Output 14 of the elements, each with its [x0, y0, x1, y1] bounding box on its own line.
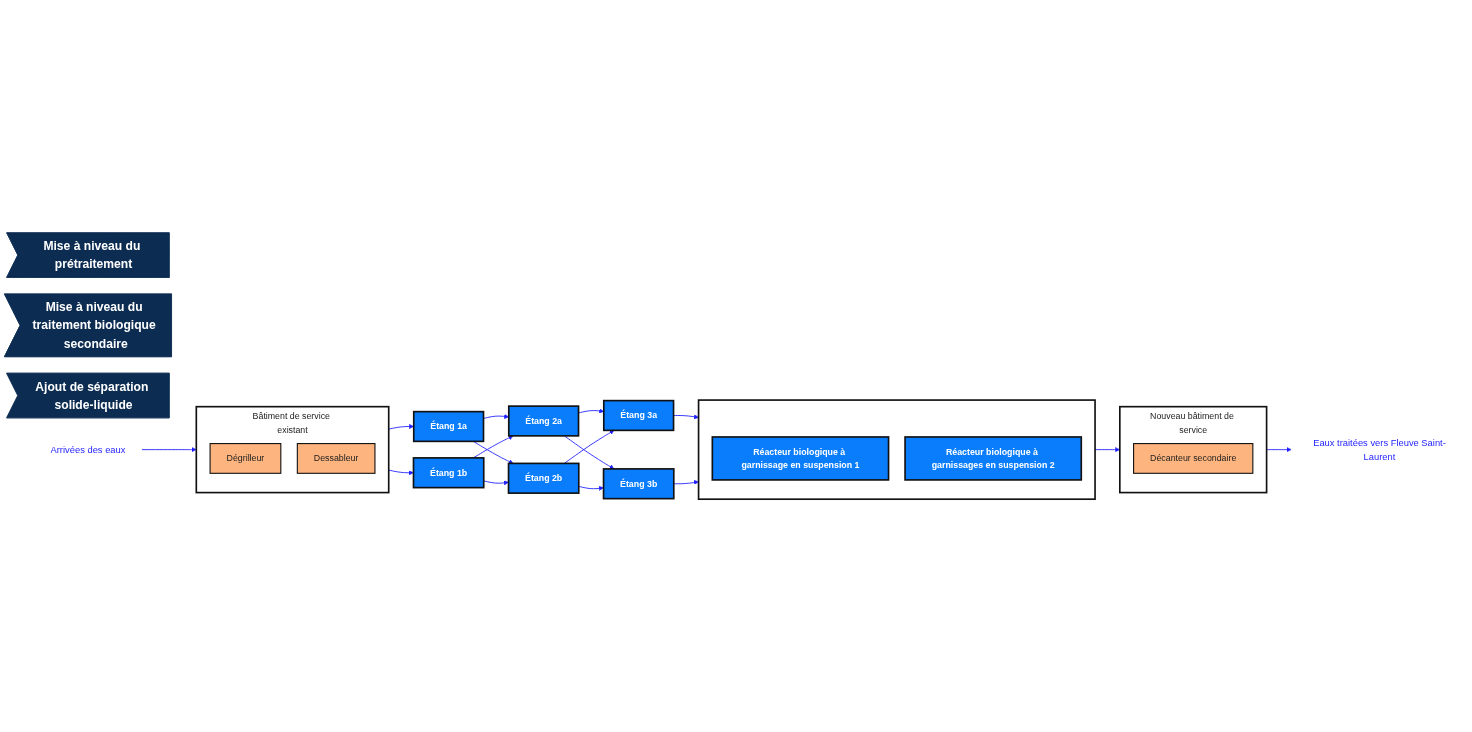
node-box: Réacteur biologique à garnissage en suspension 1 [711, 436, 890, 481]
node-text: Arrivées des eaux [50, 444, 126, 455]
node-box: Étang 3b [602, 468, 675, 500]
node-box: Étang 1a [412, 410, 485, 443]
node-box: Décanteur secondaire [1133, 443, 1254, 474]
node-box: Dessableur [296, 443, 376, 474]
cluster [697, 399, 1096, 500]
node-box: Étang 2b [507, 462, 580, 494]
node-box: Étang 3a [602, 399, 675, 432]
node-box: Réacteur biologique à garnissages en suspension 2 [904, 436, 1083, 481]
node-box: Dégrilleur [209, 443, 282, 474]
node-box: Étang 2a [507, 405, 580, 437]
node-text: Eaux traitées vers Fleuve Saint-Laurent [1313, 437, 1446, 462]
node-box: Étang 1b [412, 457, 485, 489]
